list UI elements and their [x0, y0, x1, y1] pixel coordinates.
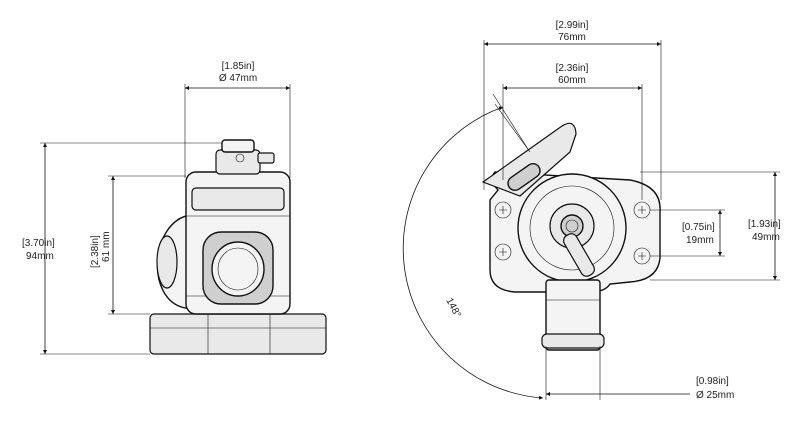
front-view: [1.85in] Ø 47mm [3.70in] 94mm [2.38in] 6… — [22, 61, 327, 355]
dim-25-metric: Ø 25mm — [696, 390, 734, 401]
dim-76-metric: 76mm — [558, 32, 586, 43]
dim-47-metric: Ø 47mm — [219, 73, 257, 84]
dim-47-imperial: [1.85in] — [222, 61, 255, 72]
dim-60-metric: 60mm — [558, 75, 586, 86]
angle-148: 148° — [443, 296, 462, 319]
dim-60-imperial: [2.36in] — [556, 63, 589, 74]
dim-19-imperial: [0.75in] — [682, 222, 715, 233]
dim-61-metric: 61 mm — [101, 231, 112, 262]
dim-25-imperial: [0.98in] — [696, 376, 729, 387]
dim-76-imperial: [2.99in] — [556, 20, 589, 31]
top-view: 148° [2.99in] 76mm — [402, 20, 781, 401]
dim-61-imperial: [2.38in] — [90, 235, 101, 268]
dim-94-imperial: [3.70in] — [22, 238, 55, 249]
dim-49-metric: 49mm — [752, 232, 780, 243]
dim-19-metric: 19mm — [686, 235, 714, 246]
dim-49-imperial: [1.93in] — [748, 219, 781, 230]
dim-94-metric: 94mm — [26, 251, 54, 262]
